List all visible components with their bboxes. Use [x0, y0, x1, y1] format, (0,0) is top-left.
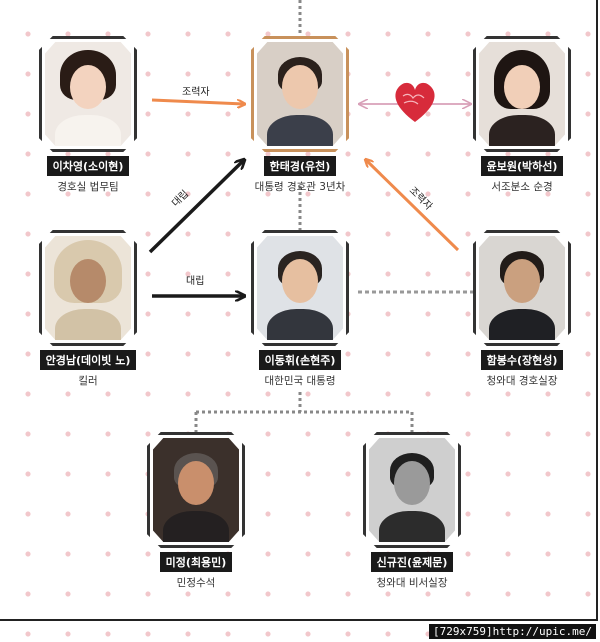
character-mijeong: 미정(최용민) 민정수석: [136, 432, 256, 590]
character-name: 신규진(윤제문): [370, 552, 454, 572]
character-name: 한태경(유천): [263, 156, 337, 176]
character-name: 미정(최용민): [159, 552, 233, 572]
character-role: 청와대 비서실장: [376, 577, 448, 589]
character-name: 이동휘(손현주): [258, 350, 342, 370]
character-shin-kyujin: 신규진(윤제문) 청와대 비서실장: [352, 432, 472, 590]
relation-label-helper-left: 조력자: [182, 87, 210, 98]
character-han-taekyung: 한태경(유천) 대통령 경호관 3년차: [240, 36, 360, 194]
character-role: 대통령 경호관 3년차: [254, 181, 346, 193]
relation-label-rival-mid: 대립: [186, 276, 205, 287]
character-name: 이차영(소이현): [46, 156, 130, 176]
character-yoon-bowon: 윤보원(박하선) 서조분소 순경: [462, 36, 582, 194]
helper-arrow-left: [151, 98, 244, 104]
helper-arrow-right: [366, 160, 460, 252]
character-role: 킬러: [78, 375, 98, 387]
character-lee-donghwi: 이동휘(손현주) 대한민국 대통령: [240, 230, 360, 388]
portrait-mijeong: [147, 432, 245, 548]
character-role: 서조분소 순경: [491, 181, 553, 193]
character-role: 경호실 법무팀: [57, 181, 119, 193]
character-ahn-kyungnam: 안경남(데이빗 노) 킬러: [28, 230, 148, 388]
character-role: 대한민국 대통령: [264, 375, 336, 387]
character-ham-bongsoo: 함봉수(장현성) 청와대 경호실장: [462, 230, 582, 388]
rival-arrow-top: [148, 160, 244, 254]
relation-lines: [148, 0, 474, 432]
portrait-lee-donghwi: [251, 230, 349, 346]
character-name: 안경남(데이빗 노): [39, 350, 137, 370]
character-role: 청와대 경호실장: [486, 375, 558, 387]
character-name: 함봉수(장현성): [480, 350, 564, 370]
portrait-lee-chayoung: [39, 36, 137, 152]
character-role: 민정수석: [176, 577, 216, 589]
character-name: 윤보원(박하선): [480, 156, 564, 176]
heart-scribble-icon: [402, 93, 425, 105]
portrait-han-taekyung: [251, 36, 349, 152]
portrait-shin-kyujin: [363, 432, 461, 548]
portrait-yoon-bowon: [473, 36, 571, 152]
portrait-ham-bongsoo: [473, 230, 571, 346]
portrait-ahn-kyungnam: [39, 230, 137, 346]
character-lee-chayoung: 이차영(소이현) 경호실 법무팀: [28, 36, 148, 194]
watermark-label[interactable]: [729x759]http://upic.me/: [429, 624, 596, 639]
